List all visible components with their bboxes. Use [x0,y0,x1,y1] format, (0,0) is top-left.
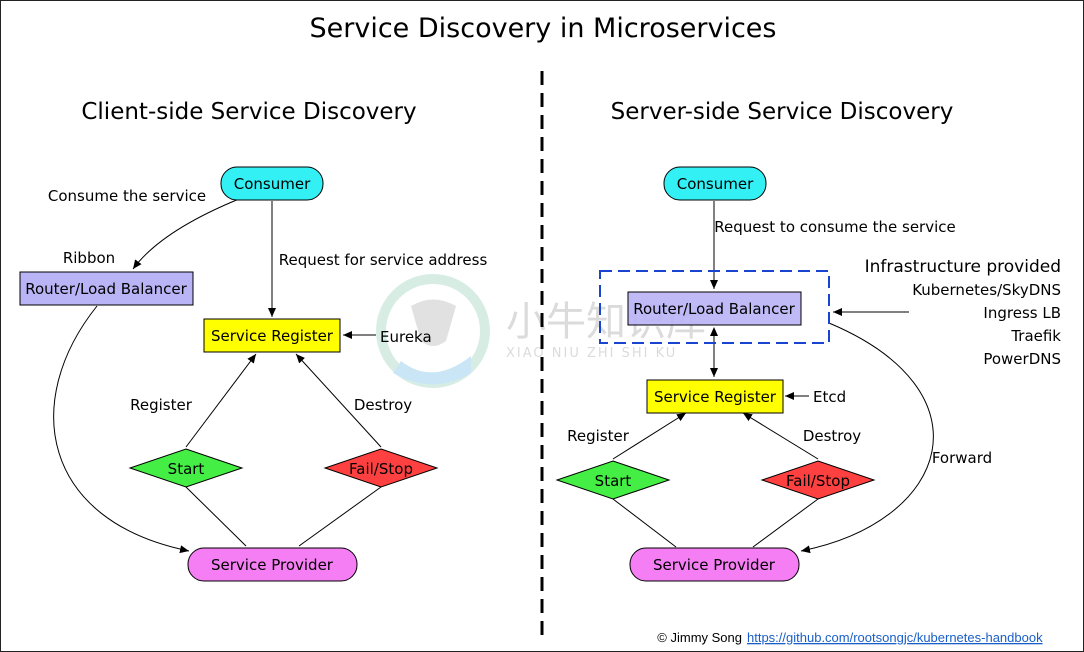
footer: © Jimmy Song https://github.com/rootsong… [657,630,1043,645]
right-register-node: Service Register [646,379,784,414]
right-failstop-node: Fail/Stop [760,460,876,500]
left-provider-text: Service Provider [211,556,334,574]
edge-failstop-to-provider-right [752,498,819,548]
watermark-hand-icon [393,356,471,385]
watermark-en: XIAO NIU ZHI SHI KU [506,346,677,361]
left-register-node: Service Register [203,318,341,353]
diagram-title: Service Discovery in Microservices [310,13,777,44]
right-start-node: Start [555,460,671,500]
left-destroy-label: Destroy [354,396,412,414]
infra-item-powerdns: PowerDNS [983,350,1061,368]
right-destroy-label: Destroy [803,427,861,445]
forward-label: Forward [932,449,992,467]
left-register-text: Service Register [211,327,334,345]
right-register-label: Register [567,427,630,445]
edge-failstop-to-provider [298,486,382,547]
right-router-node: Router/Load Balancer [627,291,802,326]
request-consume-label: Request to consume the service [714,218,956,236]
footer-link[interactable]: https://github.com/rootsongjc/kubernetes… [747,630,1043,645]
right-consumer-text: Consumer [677,175,754,193]
edge-start-to-provider-right [612,498,677,548]
edge-router-to-provider [53,305,190,554]
left-failstop-node: Fail/Stop [323,448,439,488]
edge-router-to-provider-right [800,322,934,554]
right-provider-text: Service Provider [653,556,776,574]
footer-link-text[interactable]: https://github.com/rootsongjc/kubernetes… [747,630,1043,645]
infra-item-traefik: Traefik [1010,327,1061,345]
edge-start-to-register [185,353,257,448]
server-side-heading: Server-side Service Discovery [611,99,954,125]
left-consumer-text: Consumer [234,175,311,193]
right-failstop-text: Fail/Stop [786,472,850,490]
footer-credit: © Jimmy Song [657,630,742,645]
ribbon-label: Ribbon [63,249,115,267]
left-router-node: Router/Load Balancer [19,271,194,306]
edge-consumer-to-router [132,198,240,270]
infrastructure-title: Infrastructure provided [865,257,1061,277]
left-register-label: Register [130,396,193,414]
left-start-node: Start [128,448,244,488]
left-router-text: Router/Load Balancer [25,280,187,298]
consume-service-label: Consume the service [48,187,206,205]
edge-start-to-register-right [612,412,687,460]
left-consumer-node: Consumer [220,166,324,201]
infra-item-skydns: Kubernetes/SkyDNS [912,281,1061,299]
infra-item-ingress: Ingress LB [983,304,1061,322]
right-consumer-node: Consumer [663,166,767,201]
client-side-section: Client-side Service Discovery Consume th… [19,99,488,582]
etcd-label: Etcd [813,388,846,406]
edge-failstop-to-register [295,353,382,448]
left-provider-node: Service Provider [187,547,358,582]
right-start-text: Start [595,472,632,490]
edge-start-to-provider [185,486,247,547]
right-provider-node: Service Provider [629,547,800,582]
infrastructure-box [599,270,830,344]
client-side-heading: Client-side Service Discovery [81,99,416,125]
server-side-section: Server-side Service Discovery Request to… [555,99,1061,582]
right-router-text: Router/Load Balancer [633,300,795,318]
request-service-address-label: Request for service address [279,251,488,269]
left-failstop-text: Fail/Stop [349,460,413,478]
watermark-bull-icon [411,299,456,346]
eureka-label: Eureka [380,328,432,346]
right-register-text: Service Register [654,388,777,406]
edge-failstop-to-register-right [742,412,819,460]
left-start-text: Start [168,460,205,478]
